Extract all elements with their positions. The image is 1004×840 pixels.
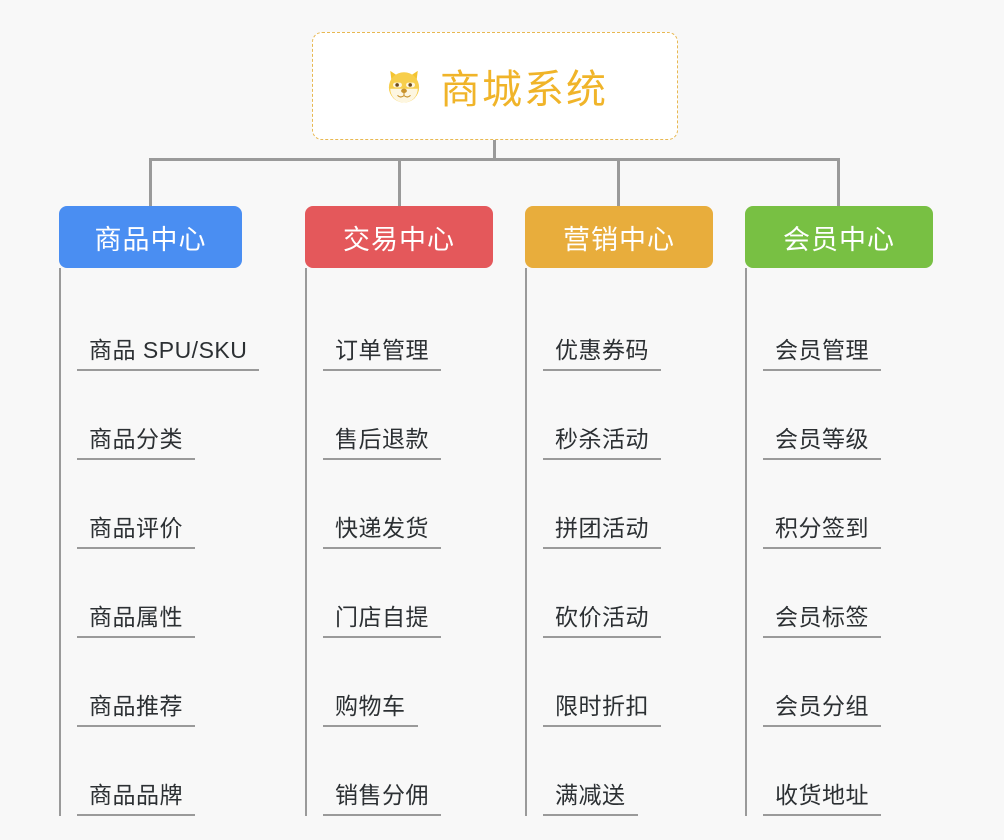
leaf-spine	[525, 268, 527, 816]
leaf-label: 秒杀活动	[555, 426, 649, 452]
leaf-item[interactable]: 会员管理	[745, 282, 933, 371]
category-column-trade: 交易中心 订单管理 售后退款 快递发货 门店自提 购物车 销售分佣	[305, 206, 493, 816]
leaf-label: 商品 SPU/SKU	[89, 337, 248, 363]
category-label: 营销中心	[563, 224, 675, 255]
leaf-label: 限时折扣	[555, 693, 649, 719]
leaf-label: 销售分佣	[335, 782, 429, 808]
leaf-label: 砍价活动	[555, 604, 649, 630]
leaf-item[interactable]: 优惠券码	[525, 282, 713, 371]
leaf-item[interactable]: 收货地址	[745, 727, 933, 816]
leaf-spine	[745, 268, 747, 816]
leaf-item[interactable]: 砍价活动	[525, 549, 713, 638]
leaf-label: 商品评价	[89, 515, 183, 541]
leaf-item[interactable]: 销售分佣	[305, 727, 493, 816]
leaf-label: 商品推荐	[89, 693, 183, 719]
leaf-label: 商品品牌	[89, 782, 183, 808]
connector-drop-4	[837, 158, 840, 206]
dog-face-icon	[382, 64, 426, 108]
leaf-label: 门店自提	[335, 604, 429, 630]
leaf-item[interactable]: 会员分组	[745, 638, 933, 727]
leaf-label: 会员分组	[775, 693, 869, 719]
leaf-item[interactable]: 积分签到	[745, 460, 933, 549]
leaf-label: 商品属性	[89, 604, 183, 630]
category-header-marketing[interactable]: 营销中心	[525, 206, 713, 268]
leaf-label: 拼团活动	[555, 515, 649, 541]
leaf-item[interactable]: 商品评价	[59, 460, 242, 549]
leaf-label: 购物车	[335, 693, 406, 719]
leaf-list-trade: 订单管理 售后退款 快递发货 门店自提 购物车 销售分佣	[305, 268, 493, 816]
category-column-member: 会员中心 会员管理 会员等级 积分签到 会员标签 会员分组 收货地址	[745, 206, 933, 816]
leaf-item[interactable]: 会员标签	[745, 549, 933, 638]
leaf-item[interactable]: 秒杀活动	[525, 371, 713, 460]
leaf-item[interactable]: 售后退款	[305, 371, 493, 460]
leaf-label: 会员标签	[775, 604, 869, 630]
connector-drop-2	[398, 158, 401, 206]
leaf-label: 优惠券码	[555, 337, 649, 363]
leaf-item[interactable]: 商品推荐	[59, 638, 242, 727]
leaf-list-product: 商品 SPU/SKU 商品分类 商品评价 商品属性 商品推荐 商品品牌	[59, 268, 260, 816]
leaf-item[interactable]: 商品品牌	[59, 727, 242, 816]
category-label: 商品中心	[94, 224, 207, 255]
leaf-label: 会员等级	[775, 426, 869, 452]
category-column-product: 商品中心 商品 SPU/SKU 商品分类 商品评价 商品属性 商品推荐 商品品牌	[59, 206, 260, 816]
leaf-item[interactable]: 限时折扣	[525, 638, 713, 727]
leaf-label: 会员管理	[775, 337, 869, 363]
leaf-item[interactable]: 商品分类	[59, 371, 242, 460]
leaf-label: 积分签到	[775, 515, 869, 541]
leaf-label: 满减送	[555, 782, 626, 808]
leaf-item[interactable]: 商品 SPU/SKU	[59, 282, 260, 371]
connector-drop-1	[149, 158, 152, 206]
root-node[interactable]: 商城系统	[312, 32, 678, 140]
category-header-member[interactable]: 会员中心	[745, 206, 933, 268]
leaf-label: 商品分类	[89, 426, 183, 452]
leaf-item[interactable]: 快递发货	[305, 460, 493, 549]
leaf-item[interactable]: 购物车	[305, 638, 493, 727]
connector-root-stem	[493, 140, 496, 160]
leaf-label: 收货地址	[775, 782, 869, 808]
category-label: 会员中心	[783, 224, 895, 255]
leaf-label: 快递发货	[335, 515, 429, 541]
leaf-list-member: 会员管理 会员等级 积分签到 会员标签 会员分组 收货地址	[745, 268, 933, 816]
category-header-product[interactable]: 商品中心	[59, 206, 242, 268]
leaf-item[interactable]: 商品属性	[59, 549, 242, 638]
leaf-label: 订单管理	[335, 337, 429, 363]
leaf-label: 售后退款	[335, 426, 429, 452]
category-header-trade[interactable]: 交易中心	[305, 206, 493, 268]
leaf-item[interactable]: 门店自提	[305, 549, 493, 638]
category-label: 交易中心	[343, 224, 455, 255]
leaf-spine	[59, 268, 61, 816]
leaf-item[interactable]: 会员等级	[745, 371, 933, 460]
leaf-spine	[305, 268, 307, 816]
connector-drop-3	[617, 158, 620, 206]
leaf-list-marketing: 优惠券码 秒杀活动 拼团活动 砍价活动 限时折扣 满减送	[525, 268, 713, 816]
category-column-marketing: 营销中心 优惠券码 秒杀活动 拼团活动 砍价活动 限时折扣 满减送	[525, 206, 713, 816]
connector-bus	[149, 158, 840, 161]
root-title: 商城系统	[440, 68, 608, 112]
leaf-item[interactable]: 订单管理	[305, 282, 493, 371]
leaf-item[interactable]: 拼团活动	[525, 460, 713, 549]
leaf-item[interactable]: 满减送	[525, 727, 713, 816]
